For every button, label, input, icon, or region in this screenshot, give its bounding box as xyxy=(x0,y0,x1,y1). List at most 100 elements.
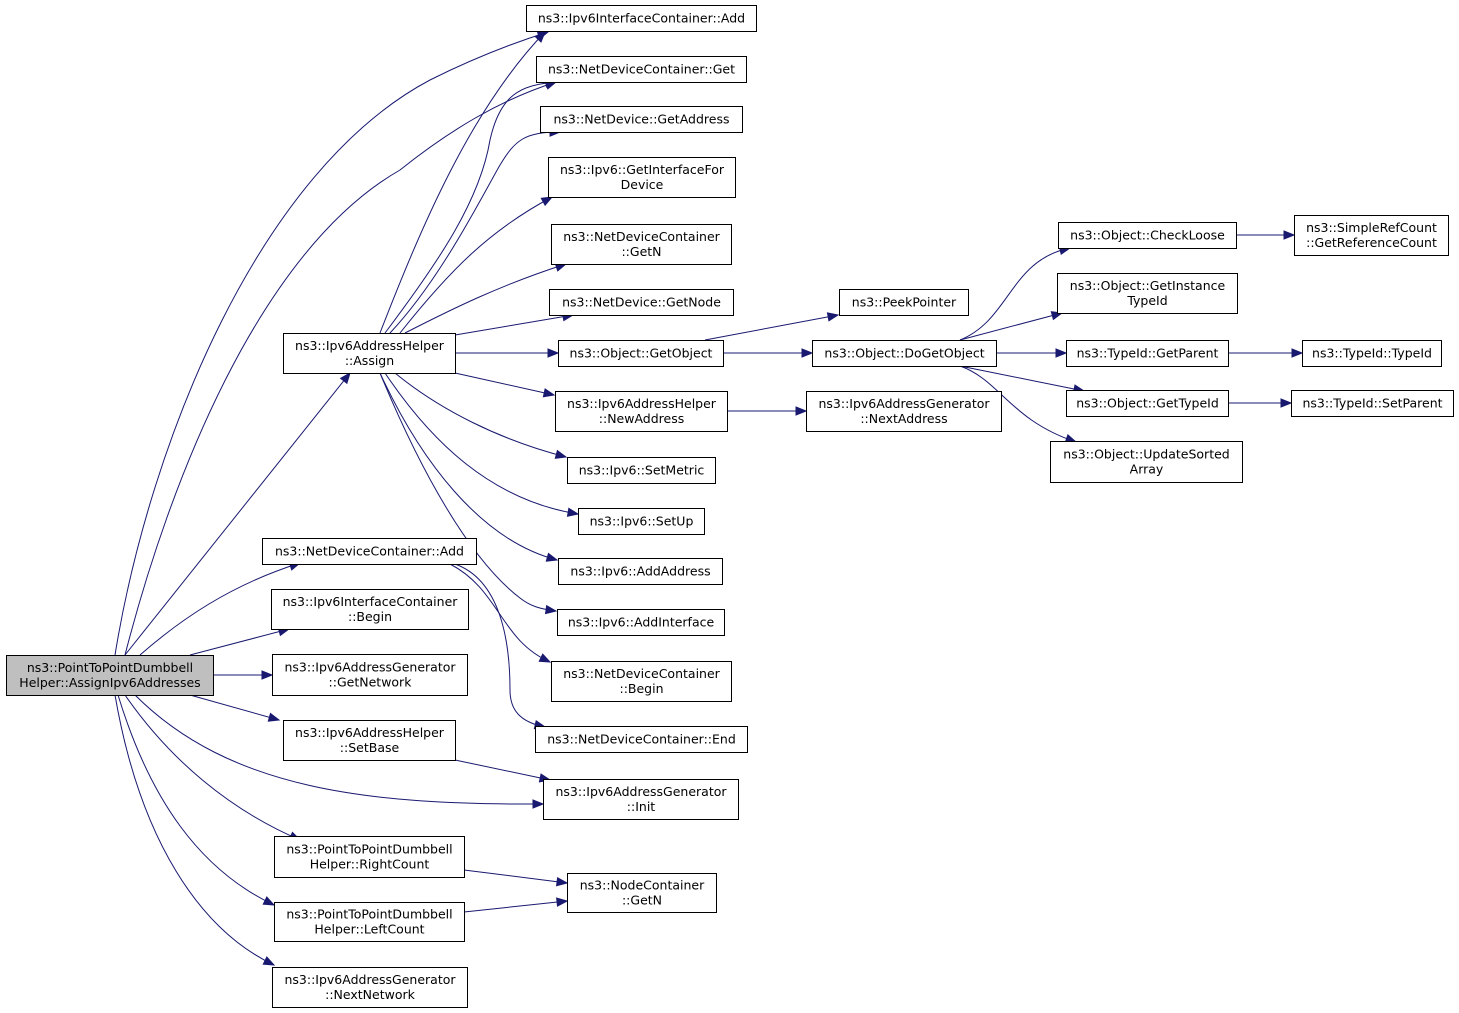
node-label: Helper::RightCount xyxy=(310,857,430,872)
call-edge-ptp_left-to-nc_getn xyxy=(463,900,568,913)
function-node-tid-typeid[interactable]: ns3::TypeId::TypeId xyxy=(1302,340,1442,367)
node-label: ns3::Ipv6InterfaceContainer::Add xyxy=(538,11,745,26)
call-edge-root-to-ndc_get xyxy=(124,81,557,656)
call-edge-ptp_right-to-nc_getn xyxy=(463,869,568,884)
function-node-ipv6ic-begin[interactable]: ns3::Ipv6InterfaceContainer::Begin xyxy=(271,589,469,630)
node-box xyxy=(806,391,1002,432)
function-node-nc-getn[interactable]: ns3::NodeContainer::GetN xyxy=(567,873,717,913)
arrowhead-icon xyxy=(262,896,276,906)
arrowhead-icon xyxy=(1283,230,1296,240)
arrowhead-icon xyxy=(339,371,351,385)
call-edge-ndc_add-to-ndc_begin xyxy=(449,563,551,663)
function-node-ptp-right[interactable]: ns3::PointToPointDumbbellHelper::RightCo… xyxy=(274,836,465,878)
function-node-ndc-begin[interactable]: ns3::NetDeviceContainer::Begin xyxy=(551,661,732,702)
node-box xyxy=(812,340,997,367)
node-label: ns3::Ipv6::AddAddress xyxy=(570,564,710,579)
node-label: ns3::Ipv6::GetInterfaceFor xyxy=(560,162,725,177)
node-label: ns3::Ipv6::AddInterface xyxy=(568,615,715,630)
function-node-ndc-add[interactable]: ns3::NetDeviceContainer::Add xyxy=(262,538,477,565)
node-box xyxy=(555,391,728,432)
arrowhead-icon xyxy=(544,604,558,615)
node-label: ns3::Ipv6AddressGenerator xyxy=(555,784,727,799)
function-node-ptp-left[interactable]: ns3::PointToPointDumbbellHelper::LeftCou… xyxy=(274,902,465,942)
node-label: ::Assign xyxy=(345,353,394,368)
call-edge-ipv6ah_setbase-to-ipv6ag_init xyxy=(454,759,551,781)
node-box xyxy=(1294,215,1449,256)
node-box xyxy=(1066,340,1229,367)
call-edges xyxy=(114,30,1304,966)
call-edge-obj_dogetobject-to-obj_gettypeid xyxy=(959,365,1085,392)
function-node-tid-getparent[interactable]: ns3::TypeId::GetParent xyxy=(1066,340,1229,367)
function-node-obj-getobject[interactable]: ns3::Object::GetObject xyxy=(558,340,724,367)
node-box xyxy=(549,289,734,316)
node-label: ns3::PointToPointDumbbell xyxy=(286,842,452,857)
function-node-obj-dogetobject[interactable]: ns3::Object::DoGetObject xyxy=(812,340,997,367)
function-node-ipv6-addif[interactable]: ns3::Ipv6::AddInterface xyxy=(557,609,725,636)
node-box xyxy=(548,157,736,198)
function-node-nd-getaddr[interactable]: ns3::NetDevice::GetAddress xyxy=(540,106,743,133)
function-node-ndc-end[interactable]: ns3::NetDeviceContainer::End xyxy=(535,726,748,753)
call-edge-root-to-ipv6ic_begin xyxy=(189,628,290,656)
function-node-ipv6-setmetric[interactable]: ns3::Ipv6::SetMetric xyxy=(567,457,716,484)
function-node-ipv6ag-getnet[interactable]: ns3::Ipv6AddressGenerator::GetNetwork xyxy=(272,654,468,696)
function-node-peekpointer[interactable]: ns3::PeekPointer xyxy=(839,289,969,316)
function-node-ipv6ag-init[interactable]: ns3::Ipv6AddressGenerator::Init xyxy=(543,779,739,820)
node-label: ns3::Object::CheckLoose xyxy=(1070,228,1225,243)
function-node-ipv6-addaddr[interactable]: ns3::Ipv6::AddAddress xyxy=(558,558,723,585)
node-box xyxy=(274,836,465,878)
node-label: ns3::Ipv6::SetMetric xyxy=(579,463,705,478)
node-box xyxy=(262,538,477,565)
arrowhead-icon xyxy=(262,956,276,966)
node-label: ns3::Object::GetInstance xyxy=(1070,278,1226,293)
call-edge-obj_dogetobject-to-obj_checkloose xyxy=(959,247,1071,341)
function-node-tid-setparent[interactable]: ns3::TypeId::SetParent xyxy=(1291,390,1454,417)
node-label: ::Init xyxy=(627,799,656,814)
arrowhead-icon xyxy=(795,406,808,416)
node-box xyxy=(839,289,969,316)
node-label: ::SetBase xyxy=(340,740,400,755)
node-box xyxy=(567,457,716,484)
function-node-ipv6ag-nextnet[interactable]: ns3::Ipv6AddressGenerator::NextNetwork xyxy=(272,967,468,1008)
function-node-ipv6-setup[interactable]: ns3::Ipv6::SetUp xyxy=(578,508,705,535)
node-label: ns3::Object::GetTypeId xyxy=(1076,396,1219,411)
function-node-obj-gettypeid[interactable]: ns3::Object::GetTypeId xyxy=(1066,390,1229,417)
function-node-root[interactable]: ns3::PointToPointDumbbellHelper::AssignI… xyxy=(6,655,214,696)
node-label: ns3::Ipv6AddressGenerator xyxy=(818,396,990,411)
function-node-ipv6ic-add[interactable]: ns3::Ipv6InterfaceContainer::Add xyxy=(526,5,757,32)
node-label: ::NextNetwork xyxy=(325,987,415,1002)
call-edge-obj_dogetobject-to-obj_getinstancetid xyxy=(959,312,1063,341)
function-node-nd-getnode[interactable]: ns3::NetDevice::GetNode xyxy=(549,289,734,316)
call-edge-root-to-ipv6ah_setbase xyxy=(189,694,280,721)
arrowhead-icon xyxy=(555,876,569,887)
function-node-ipv6ah-assign[interactable]: ns3::Ipv6AddressHelper::Assign xyxy=(283,333,456,374)
function-node-ipv6ah-newaddr[interactable]: ns3::Ipv6AddressHelper::NewAddress xyxy=(555,391,728,432)
function-node-obj-checkloose[interactable]: ns3::Object::CheckLoose xyxy=(1058,222,1237,249)
call-edge-root-to-ptp_left xyxy=(117,694,275,906)
arrowhead-icon xyxy=(1291,348,1304,358)
node-label: ::GetReferenceCount xyxy=(1306,235,1437,250)
function-node-ipv6ag-nextaddr[interactable]: ns3::Ipv6AddressGenerator::NextAddress xyxy=(806,391,1002,432)
arrowhead-icon xyxy=(566,507,580,517)
node-label: Device xyxy=(621,177,664,192)
node-box xyxy=(272,654,468,696)
node-box xyxy=(274,902,465,942)
node-label: ns3::Ipv6AddressHelper xyxy=(567,396,717,411)
node-label: ns3::Object::DoGetObject xyxy=(824,346,984,361)
node-label: ns3::PointToPointDumbbell xyxy=(27,660,193,675)
arrowhead-icon xyxy=(540,196,554,207)
function-node-ndc-get[interactable]: ns3::NetDeviceContainer::Get xyxy=(536,56,747,83)
function-node-ipv6ah-setbase[interactable]: ns3::Ipv6AddressHelper::SetBase xyxy=(283,720,456,761)
node-box xyxy=(1291,390,1454,417)
node-box xyxy=(1058,222,1237,249)
node-label: TypeId xyxy=(1126,293,1167,308)
node-label: ns3::NetDevice::GetAddress xyxy=(554,112,730,127)
node-box xyxy=(6,655,214,696)
call-edge-ipv6ah_assign-to-ndc_getn xyxy=(404,263,567,334)
function-node-ndc-getn[interactable]: ns3::NetDeviceContainer::GetN xyxy=(551,224,732,265)
arrowhead-icon xyxy=(261,670,274,680)
node-label: ns3::TypeId::TypeId xyxy=(1312,346,1432,361)
function-node-srefcount[interactable]: ns3::SimpleRefCount::GetReferenceCount xyxy=(1294,215,1449,256)
